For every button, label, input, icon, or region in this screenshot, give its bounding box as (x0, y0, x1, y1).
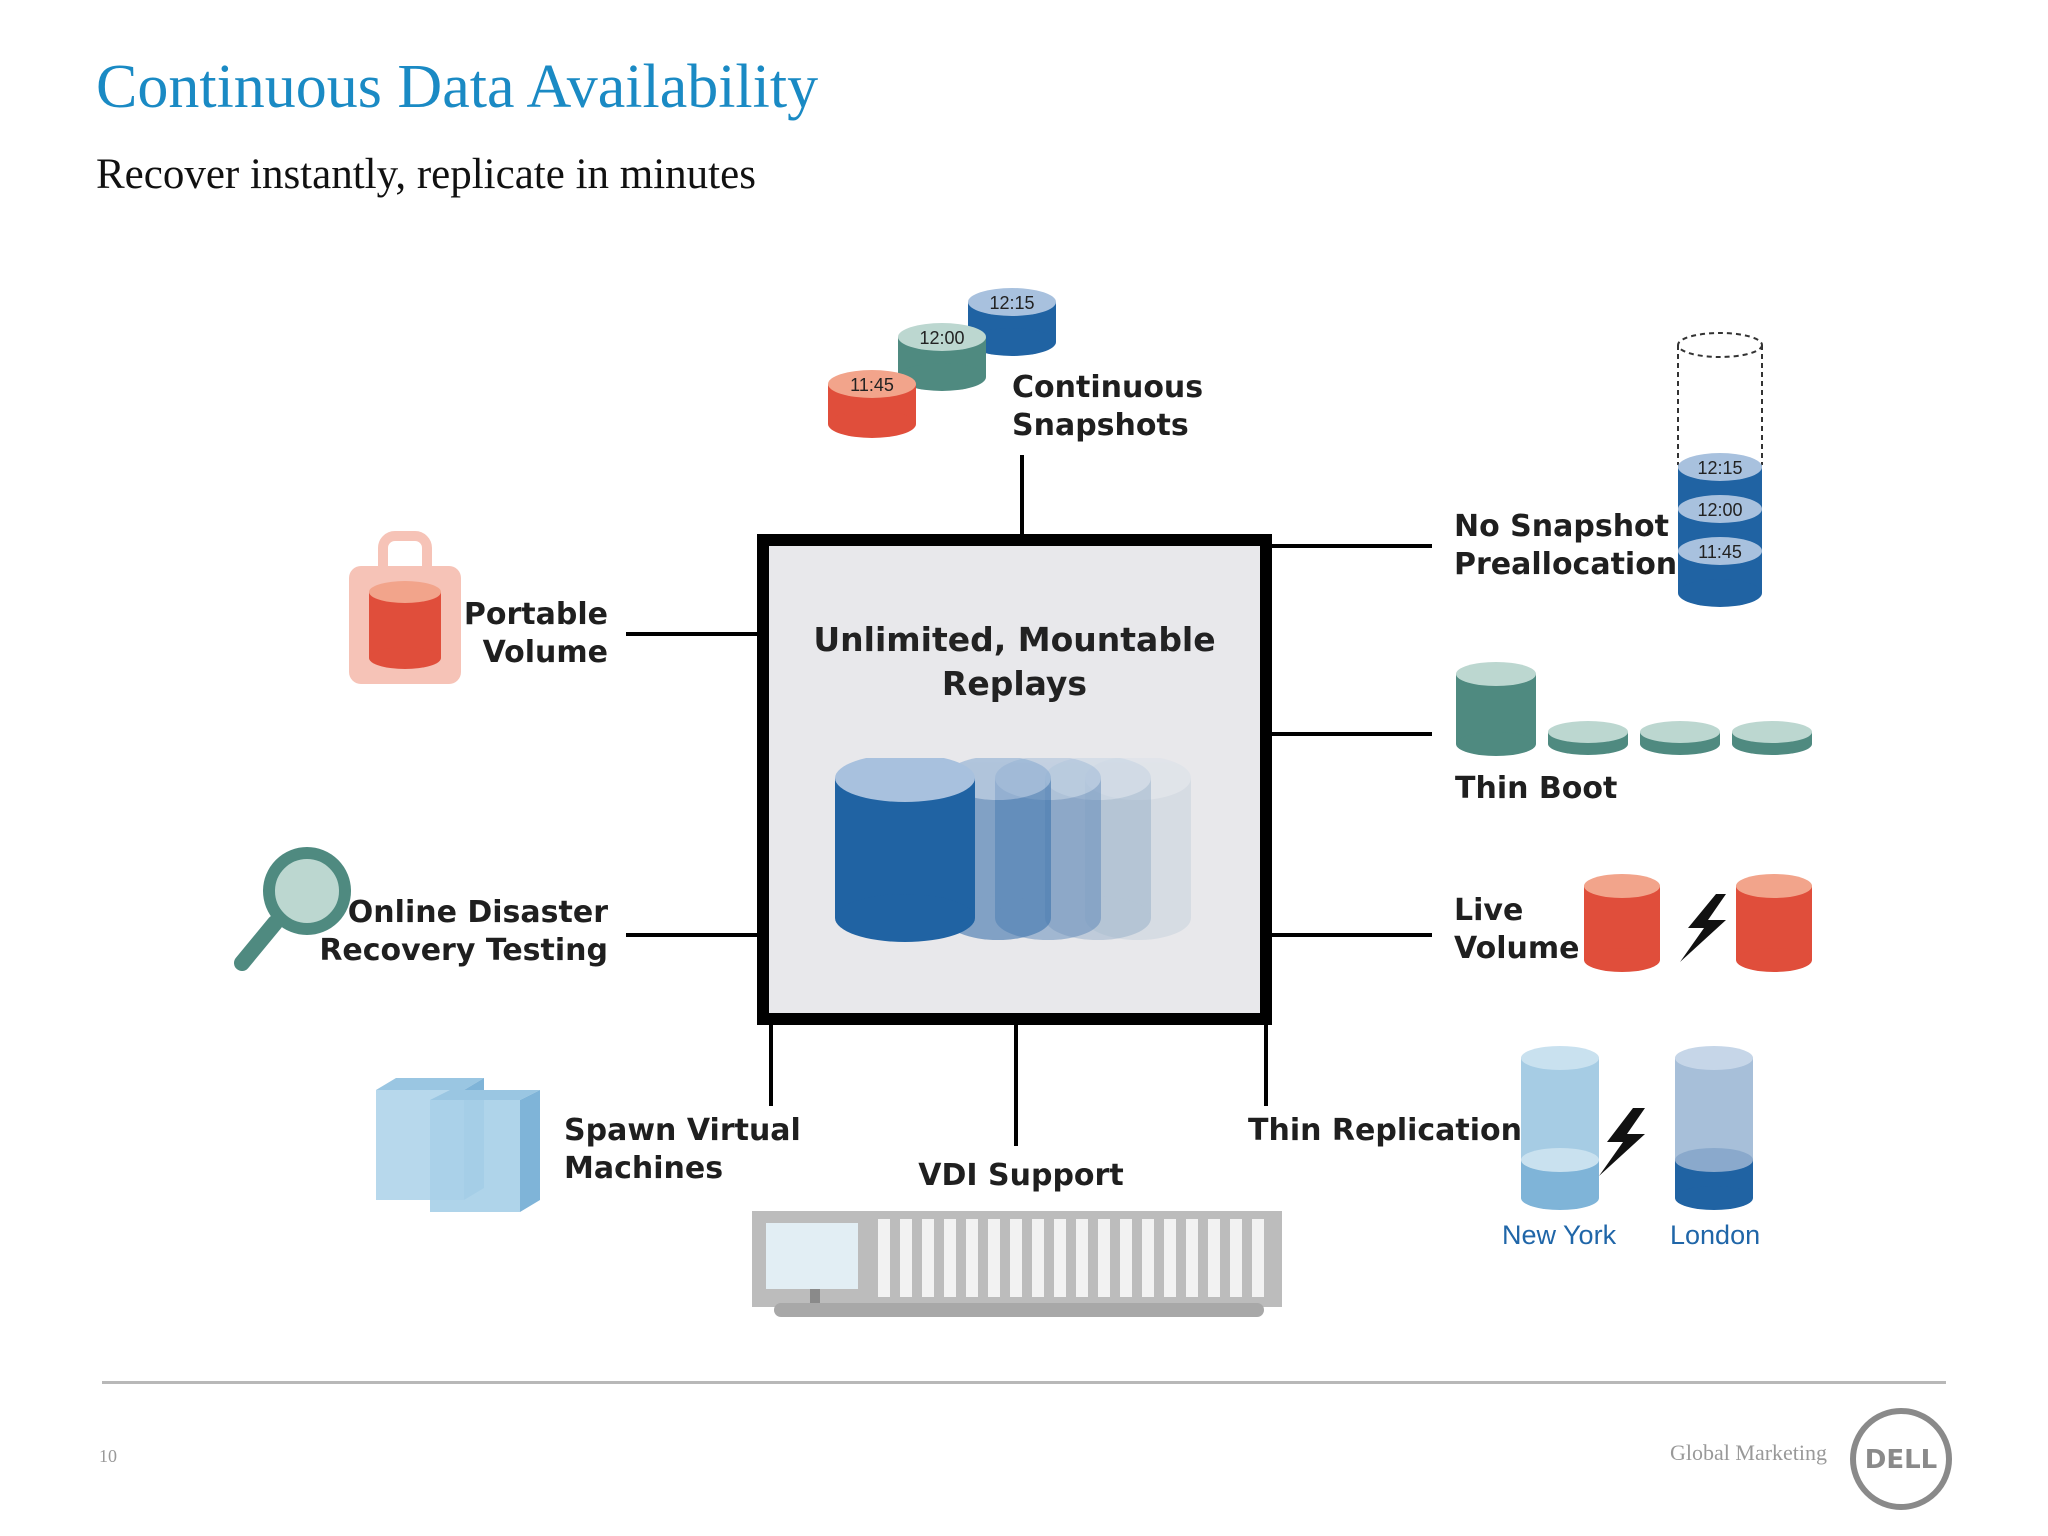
london-cylinder-icon (1675, 1046, 1753, 1210)
label-london: London (1670, 1220, 1761, 1250)
magnifier-icon (234, 847, 351, 971)
snapshot-1200-icon: 12:00 (898, 323, 986, 391)
label-continuous-snapshots: Continuous Snapshots (1012, 370, 1204, 443)
label-new-york: New York (1502, 1220, 1617, 1250)
prealloc-time-1200: 12:00 (1697, 500, 1742, 520)
vdi-desktop-icon (752, 1211, 1282, 1317)
new-york-cylinder-icon (1521, 1046, 1599, 1210)
replication-icon (1521, 1046, 1753, 1210)
prealloc-time-1145: 11:45 (1698, 542, 1742, 562)
snapshot-stack-icon: 12:15 12:00 11:45 (828, 288, 1056, 438)
slide-subtitle: Recover instantly, replicate in minutes (96, 151, 756, 198)
dell-logo-icon: DELL (1850, 1408, 1952, 1510)
label-vdi-support: VDI Support (918, 1158, 1124, 1193)
replay-cylinders-icon (835, 758, 1191, 942)
svg-text:DELL: DELL (1865, 1445, 1937, 1475)
slide-title: Continuous Data Availability (96, 53, 819, 121)
page-number: 10 (99, 1446, 117, 1466)
label-no-snapshot-preallocation: No Snapshot Preallocation (1454, 509, 1678, 582)
replays-title-line2: Replays (941, 664, 1088, 703)
replays-box: Unlimited, Mountable Replays (757, 534, 1272, 1025)
footer-department: Global Marketing (1670, 1440, 1828, 1465)
snapshot-time-1215: 12:15 (989, 293, 1034, 313)
virtual-machines-icon (376, 1078, 540, 1212)
live-volume-icon (1584, 874, 1812, 972)
label-spawn-vms: Spawn Virtual Machines (564, 1113, 801, 1186)
label-live-volume: Live Volume (1454, 893, 1580, 966)
snapshot-1145-icon: 11:45 (828, 370, 916, 438)
preallocation-cylinder-icon: 12:15 12:00 11:45 (1677, 332, 1763, 607)
portable-volume-icon (349, 531, 461, 684)
replays-title-line1: Unlimited, Mountable (813, 620, 1216, 659)
lightning-icon (1680, 894, 1726, 962)
footer-divider (102, 1381, 1946, 1384)
snapshot-time-1145: 11:45 (850, 375, 894, 395)
label-thin-boot: Thin Boot (1455, 771, 1618, 806)
label-portable-volume: Portable Volume (463, 597, 608, 670)
label-online-dr-testing: Online Disaster Recovery Testing (319, 895, 608, 968)
label-thin-replication: Thin Replication (1248, 1113, 1523, 1148)
lightning-icon (1599, 1108, 1645, 1176)
prealloc-time-1215: 12:15 (1697, 458, 1742, 478)
replays-title: Unlimited, Mountable Replays (769, 618, 1260, 706)
snapshot-time-1200: 12:00 (919, 328, 964, 348)
thin-boot-icon (1456, 662, 1812, 756)
